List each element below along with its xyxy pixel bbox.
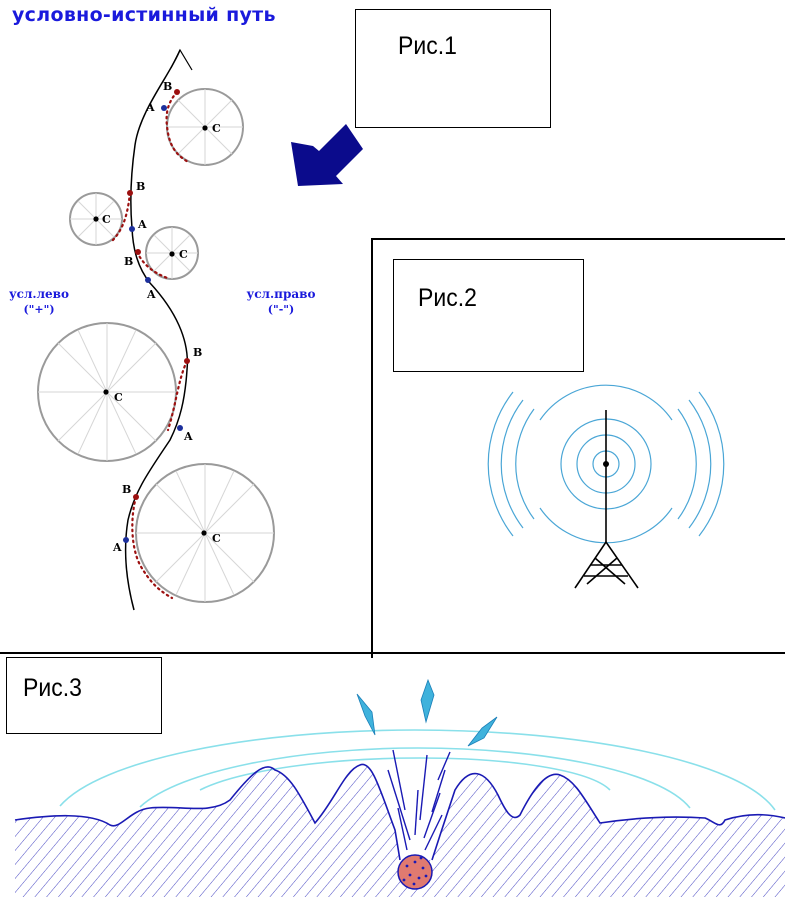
ejecta-lines xyxy=(387,749,451,851)
points-b xyxy=(127,89,190,500)
left-label: усл.лево ("+") xyxy=(4,287,74,316)
fig3-separator xyxy=(0,652,785,654)
pointer-arrow-icon xyxy=(291,124,363,186)
ground-surface xyxy=(14,763,785,861)
fig2-label: Рис.2 xyxy=(418,284,477,312)
shock-arcs xyxy=(59,729,776,811)
point-b-label: B xyxy=(124,255,133,268)
center-dot xyxy=(103,389,109,395)
radio-tower-icon xyxy=(574,410,639,589)
up-arrow-icon xyxy=(170,48,193,71)
explosion-icon xyxy=(397,854,433,890)
dotted-arcs xyxy=(110,90,192,600)
ground xyxy=(15,764,785,897)
ejecta-shards xyxy=(356,678,498,747)
point-b-label: B xyxy=(136,180,145,193)
fig3-label-box: Рис.3 xyxy=(6,657,162,734)
point-b-label: B xyxy=(193,346,202,359)
point-b-label: B xyxy=(163,80,172,93)
center-dot xyxy=(93,216,99,222)
points-a xyxy=(123,105,183,543)
point-a-label: A xyxy=(183,430,193,443)
point-c-label: C xyxy=(212,532,221,545)
point-a-label: A xyxy=(146,288,156,301)
fig2-label-box: Рис.2 xyxy=(393,259,584,372)
right-sign: ("-") xyxy=(267,303,295,316)
left-label-text: усл.лево xyxy=(8,287,70,301)
fig1-label: Рис.1 xyxy=(398,32,457,60)
point-c-label: C xyxy=(114,391,123,404)
point-a-label: A xyxy=(112,541,122,554)
point-a-label: A xyxy=(137,218,147,231)
fig2-frame xyxy=(371,238,785,658)
point-c-label: C xyxy=(212,122,221,135)
page-title: условно-истинный путь xyxy=(12,4,276,26)
main-path xyxy=(124,49,189,611)
point-c-label: C xyxy=(102,213,111,226)
point-a-label: A xyxy=(145,101,155,114)
fig3-label: Рис.3 xyxy=(23,674,82,702)
right-label-text: усл.право xyxy=(246,287,316,301)
left-sign: ("+") xyxy=(23,303,55,316)
center-dot xyxy=(201,530,207,536)
right-label: усл.право ("-") xyxy=(240,287,322,316)
center-dot xyxy=(169,251,175,257)
fig1-label-box: Рис.1 xyxy=(355,9,551,128)
point-c-label: C xyxy=(179,248,188,261)
point-b-label: B xyxy=(122,483,131,496)
center-dot xyxy=(202,125,208,131)
antenna-dot xyxy=(603,461,609,467)
